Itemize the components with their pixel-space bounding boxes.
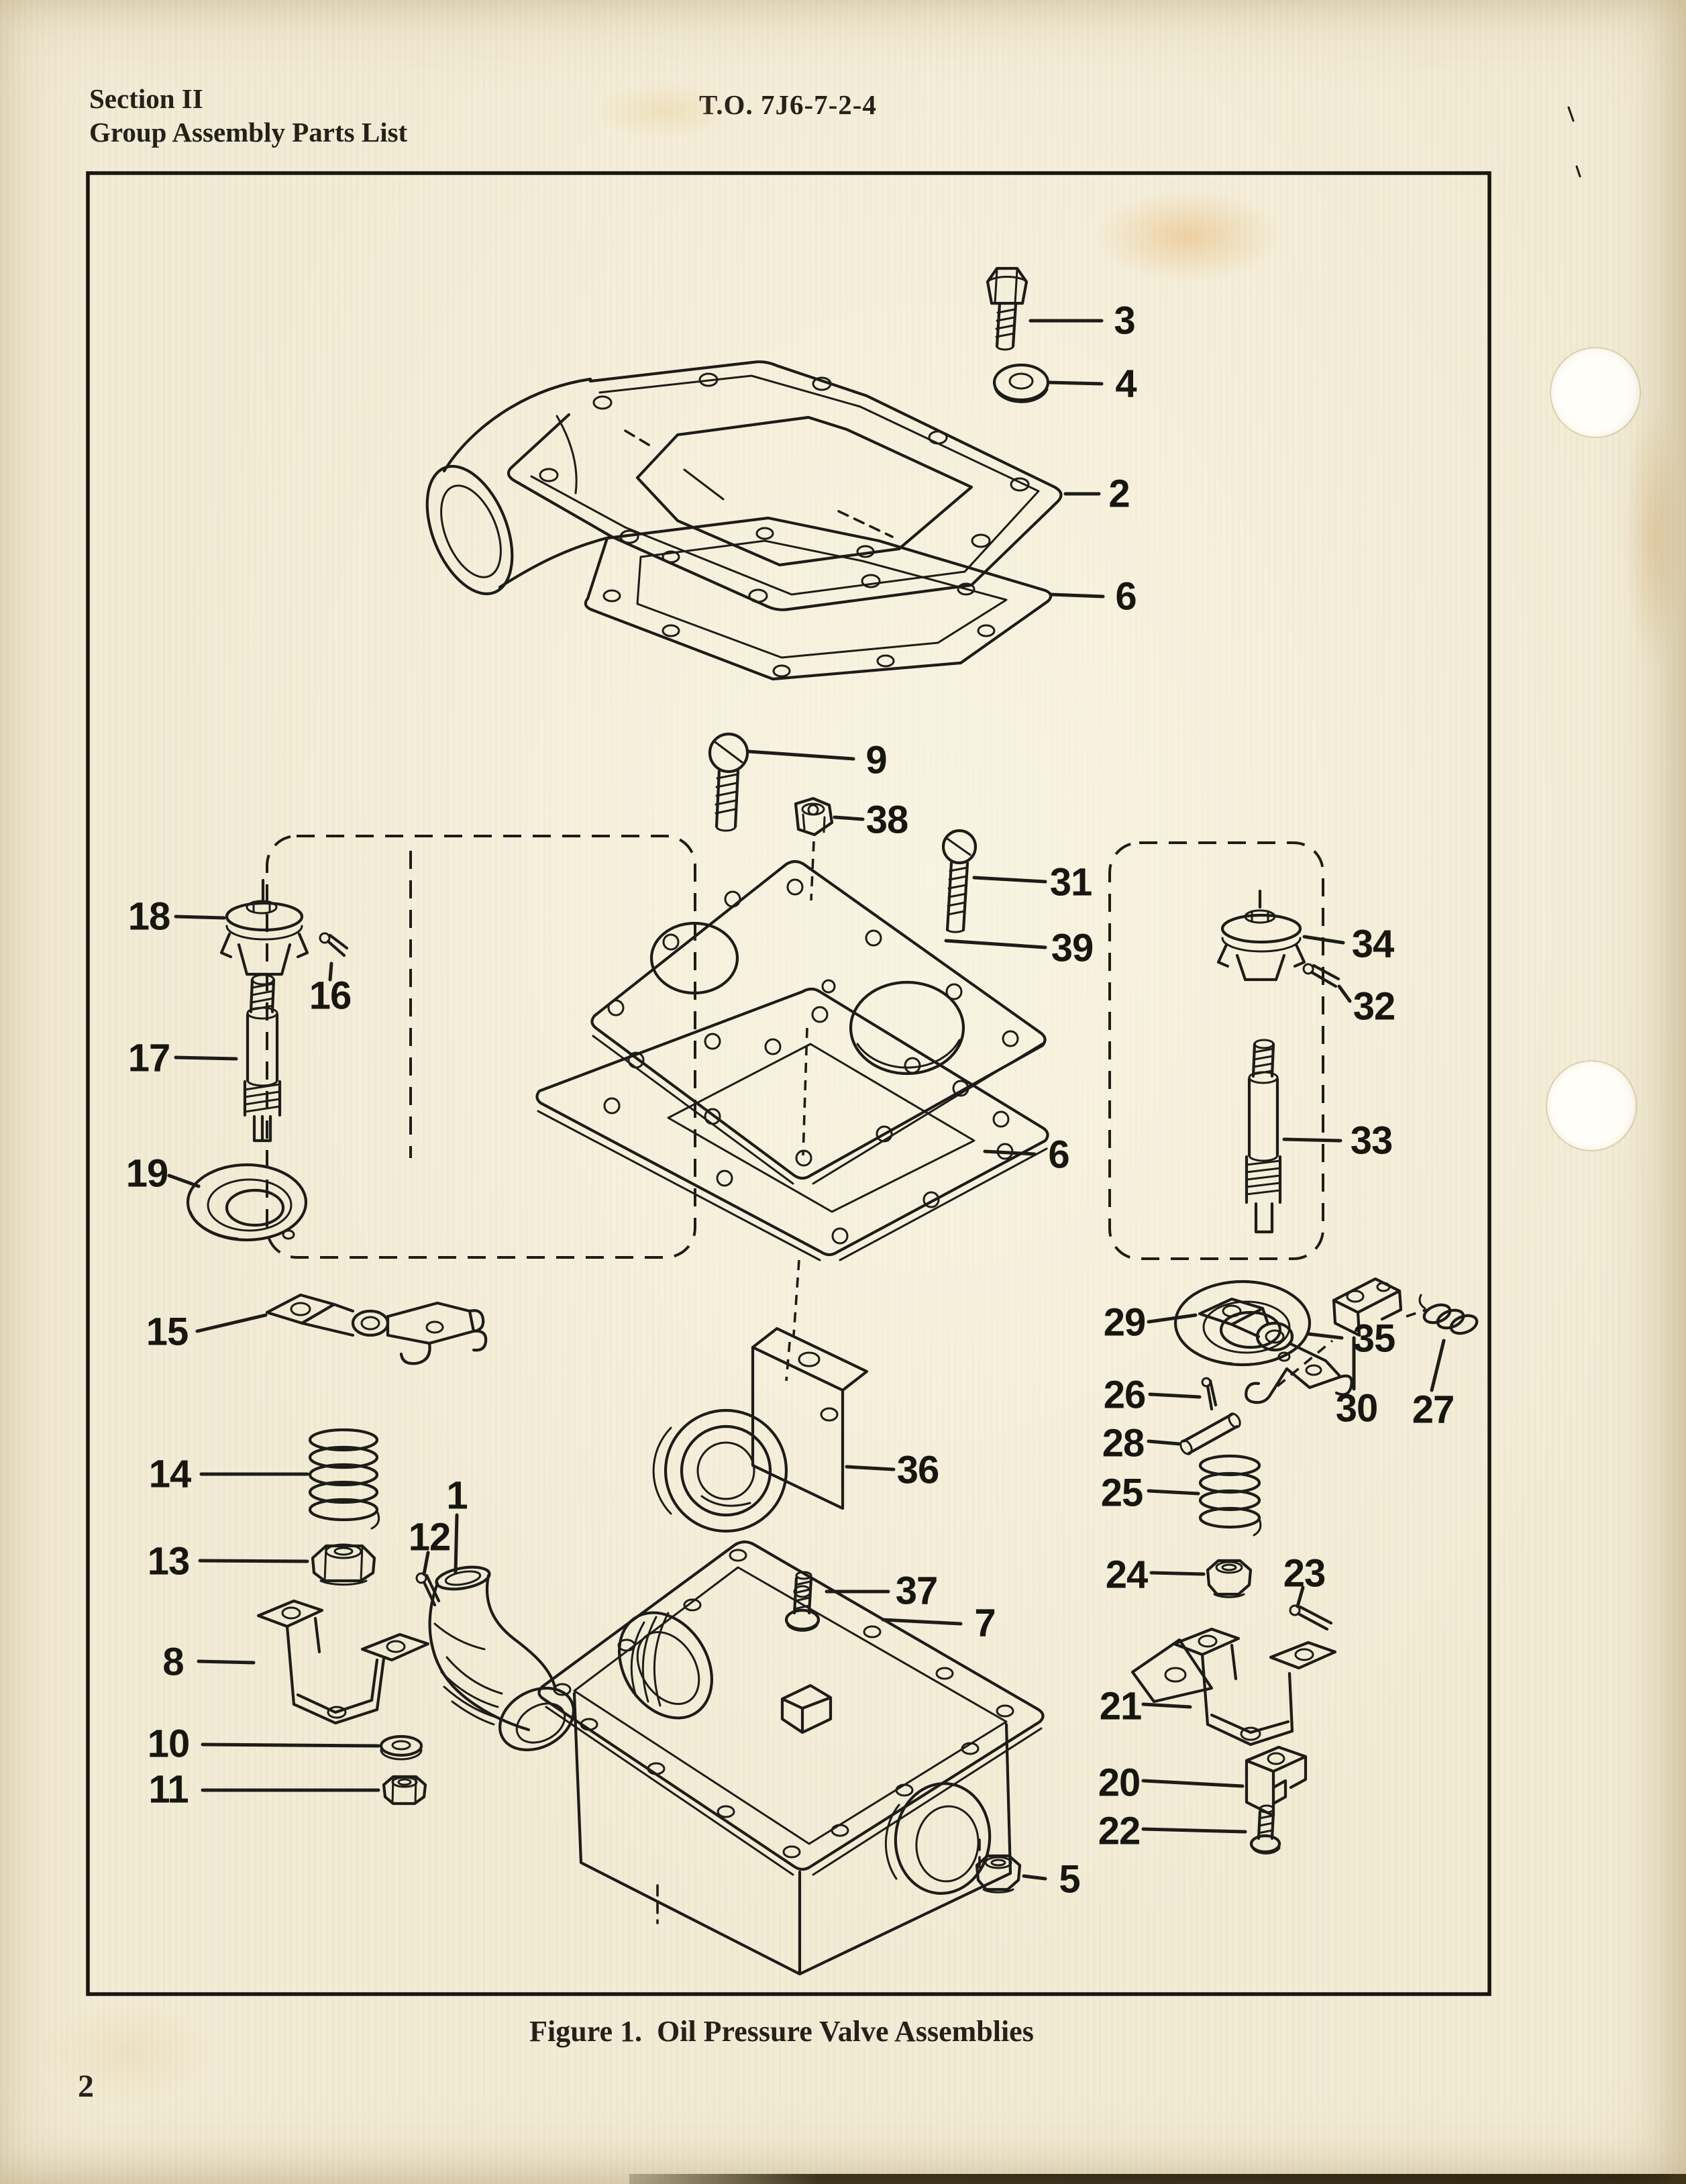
part-screw-22 xyxy=(1249,1804,1281,1855)
punch-hole xyxy=(1551,348,1640,437)
callout-15: 15 xyxy=(146,1310,189,1354)
part-screw-31 xyxy=(941,829,978,933)
callout-19: 19 xyxy=(126,1152,168,1196)
part-bracket-15 xyxy=(265,1293,488,1365)
part-screw-9 xyxy=(708,732,749,832)
header-section-line2: Group Assembly Parts List xyxy=(89,117,408,148)
part-seat-35 xyxy=(1173,1280,1312,1367)
callout-29: 29 xyxy=(1104,1301,1146,1345)
part-block-30 xyxy=(1332,1277,1403,1337)
callout-3: 3 xyxy=(1114,299,1135,343)
part-gasket-6-lower xyxy=(535,987,1049,1261)
callout-26: 26 xyxy=(1104,1373,1146,1417)
part-spring-27 xyxy=(1418,1294,1479,1335)
callout-25: 25 xyxy=(1101,1471,1143,1515)
callout-30: 30 xyxy=(1336,1387,1378,1431)
callout-17: 17 xyxy=(128,1037,170,1080)
scan-edge-strip xyxy=(629,2174,1686,2184)
part-elbow-1 xyxy=(428,1565,575,1752)
callout-32: 32 xyxy=(1353,985,1395,1029)
callout-28: 28 xyxy=(1102,1422,1145,1465)
callout-37: 37 xyxy=(896,1569,938,1613)
callout-31: 31 xyxy=(1050,861,1092,904)
callout-13: 13 xyxy=(148,1540,190,1583)
part-pin-32 xyxy=(1302,963,1340,988)
callout-11: 11 xyxy=(148,1768,188,1812)
callout-1: 1 xyxy=(446,1474,467,1518)
callout-16: 16 xyxy=(309,974,352,1018)
callout-5: 5 xyxy=(1059,1858,1079,1902)
part-valve-36 xyxy=(652,1327,869,1533)
part-stem-33 xyxy=(1245,1039,1282,1234)
part-spring-25 xyxy=(1198,1454,1262,1537)
punch-hole xyxy=(1547,1061,1636,1150)
part-washer-10 xyxy=(379,1734,423,1761)
callout-9: 9 xyxy=(865,739,886,782)
callout-20: 20 xyxy=(1098,1761,1141,1805)
callout-38: 38 xyxy=(866,798,908,842)
margin-marks xyxy=(1567,106,1581,178)
part-clip-20 xyxy=(1245,1745,1308,1818)
callout-2: 2 xyxy=(1108,472,1129,516)
part-cap-18 xyxy=(219,878,309,976)
callout-12: 12 xyxy=(409,1516,451,1559)
header-section-line1: Section II xyxy=(89,83,203,114)
callout-33: 33 xyxy=(1351,1119,1393,1163)
figure-border xyxy=(86,171,1491,1996)
callout-4: 4 xyxy=(1115,362,1137,406)
part-bolt-3 xyxy=(986,266,1029,351)
figure-caption: Figure 1. Oil Pressure Valve Assemblies xyxy=(529,2015,1034,2048)
callout-36: 36 xyxy=(897,1449,939,1492)
callout-23: 23 xyxy=(1283,1552,1326,1596)
part-screw-37 xyxy=(784,1571,821,1632)
part-stem-17 xyxy=(243,974,282,1143)
callout-34: 34 xyxy=(1352,923,1394,966)
part-nut-24 xyxy=(1206,1559,1253,1598)
leader-lines xyxy=(167,319,1446,1881)
callout-21: 21 xyxy=(1100,1685,1142,1728)
part-cap-34 xyxy=(1216,889,1306,982)
callout-27: 27 xyxy=(1412,1388,1455,1432)
part-plate-39 xyxy=(590,860,1047,1185)
part-nut-11 xyxy=(382,1775,427,1806)
part-nut-5 xyxy=(975,1854,1022,1893)
callout-14: 14 xyxy=(149,1453,191,1496)
part-seat-19 xyxy=(186,1163,308,1242)
dashed-group-boxes xyxy=(266,835,1427,1388)
callout-22: 22 xyxy=(1098,1810,1141,1853)
callout-8: 8 xyxy=(162,1641,183,1684)
part-spring-14 xyxy=(308,1428,380,1530)
part-pin-16 xyxy=(319,932,349,957)
callout-24: 24 xyxy=(1106,1553,1148,1597)
page-number: 2 xyxy=(78,2069,94,2104)
callout-18: 18 xyxy=(128,895,170,939)
part-lever-29 xyxy=(1198,1297,1353,1404)
part-cover-2 xyxy=(425,360,1063,611)
part-pin-28 xyxy=(1179,1412,1241,1455)
part-bracket-21 xyxy=(1130,1627,1337,1747)
part-housing-7 xyxy=(537,1540,1045,1976)
part-nut-13 xyxy=(311,1543,376,1586)
part-nut-38 xyxy=(794,796,834,837)
callout-6: 6 xyxy=(1115,575,1136,619)
part-washer-4 xyxy=(992,363,1050,403)
callout-39: 39 xyxy=(1051,927,1094,970)
callout-10: 10 xyxy=(148,1722,190,1766)
callout-7: 7 xyxy=(974,1602,995,1645)
part-bracket-8 xyxy=(256,1599,430,1725)
part-pin-26 xyxy=(1201,1377,1218,1411)
header-to-number: T.O. 7J6-7-2-4 xyxy=(699,89,877,120)
part-gasket-6-upper xyxy=(584,516,1053,681)
part-pin-23 xyxy=(1289,1604,1333,1631)
callout-35: 35 xyxy=(1353,1317,1395,1361)
header-section-block: Section II Group Assembly Parts List xyxy=(89,82,407,149)
callout-6: 6 xyxy=(1048,1133,1069,1177)
